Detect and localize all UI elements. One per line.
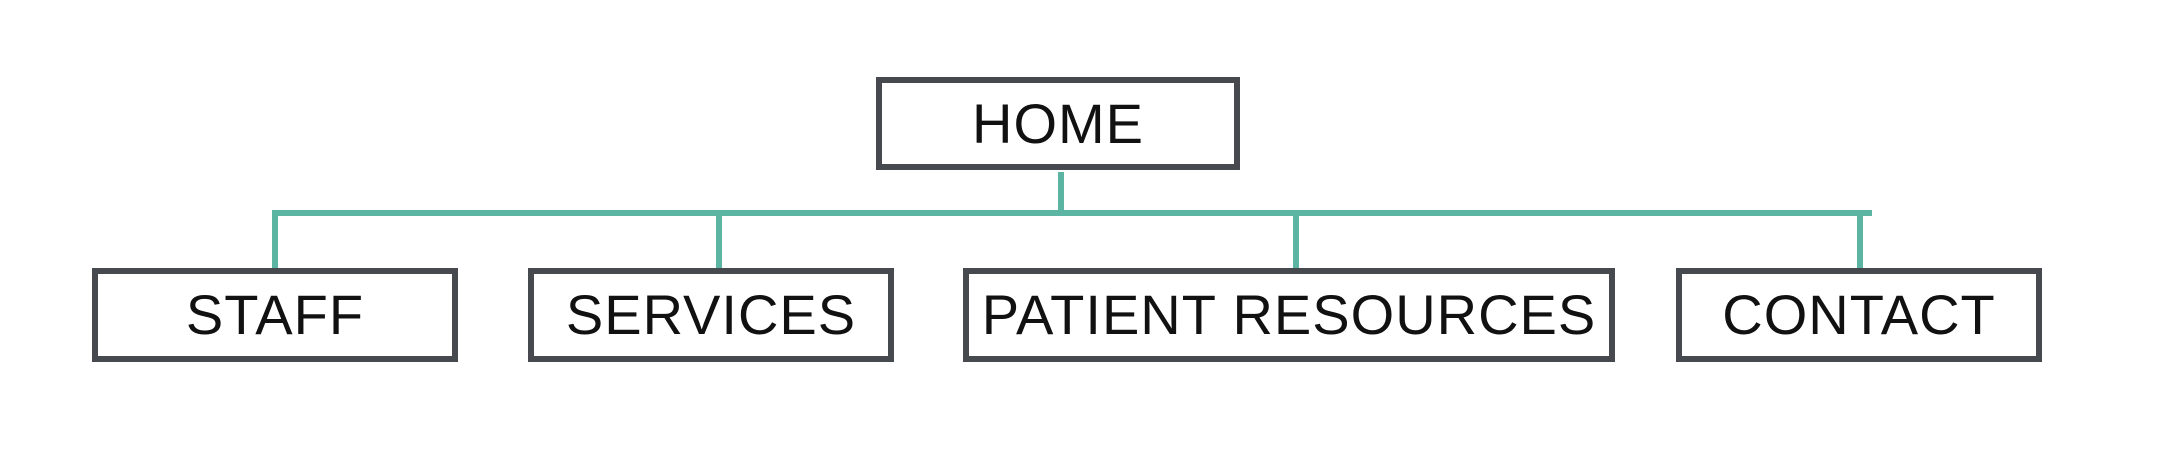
- connector-drop-services: [716, 210, 722, 272]
- node-staff: STAFF: [92, 268, 458, 362]
- connector-drop-staff: [272, 210, 278, 272]
- node-services-label: SERVICES: [565, 283, 857, 346]
- node-contact: CONTACT: [1676, 268, 2042, 362]
- connector-drop-contact: [1857, 210, 1863, 272]
- node-patient-resources: PATIENT RESOURCES: [963, 268, 1615, 362]
- connector-root-stem: [1058, 172, 1064, 212]
- node-services: SERVICES: [528, 268, 894, 362]
- node-home-label: HOME: [972, 91, 1144, 155]
- node-contact-label: CONTACT: [1722, 283, 1996, 346]
- node-patient-resources-label: PATIENT RESOURCES: [981, 283, 1597, 346]
- connector-horizontal-bus: [272, 210, 1872, 216]
- connector-drop-patient-resources: [1293, 210, 1299, 272]
- node-staff-label: STAFF: [185, 283, 365, 346]
- node-home: HOME: [876, 77, 1240, 170]
